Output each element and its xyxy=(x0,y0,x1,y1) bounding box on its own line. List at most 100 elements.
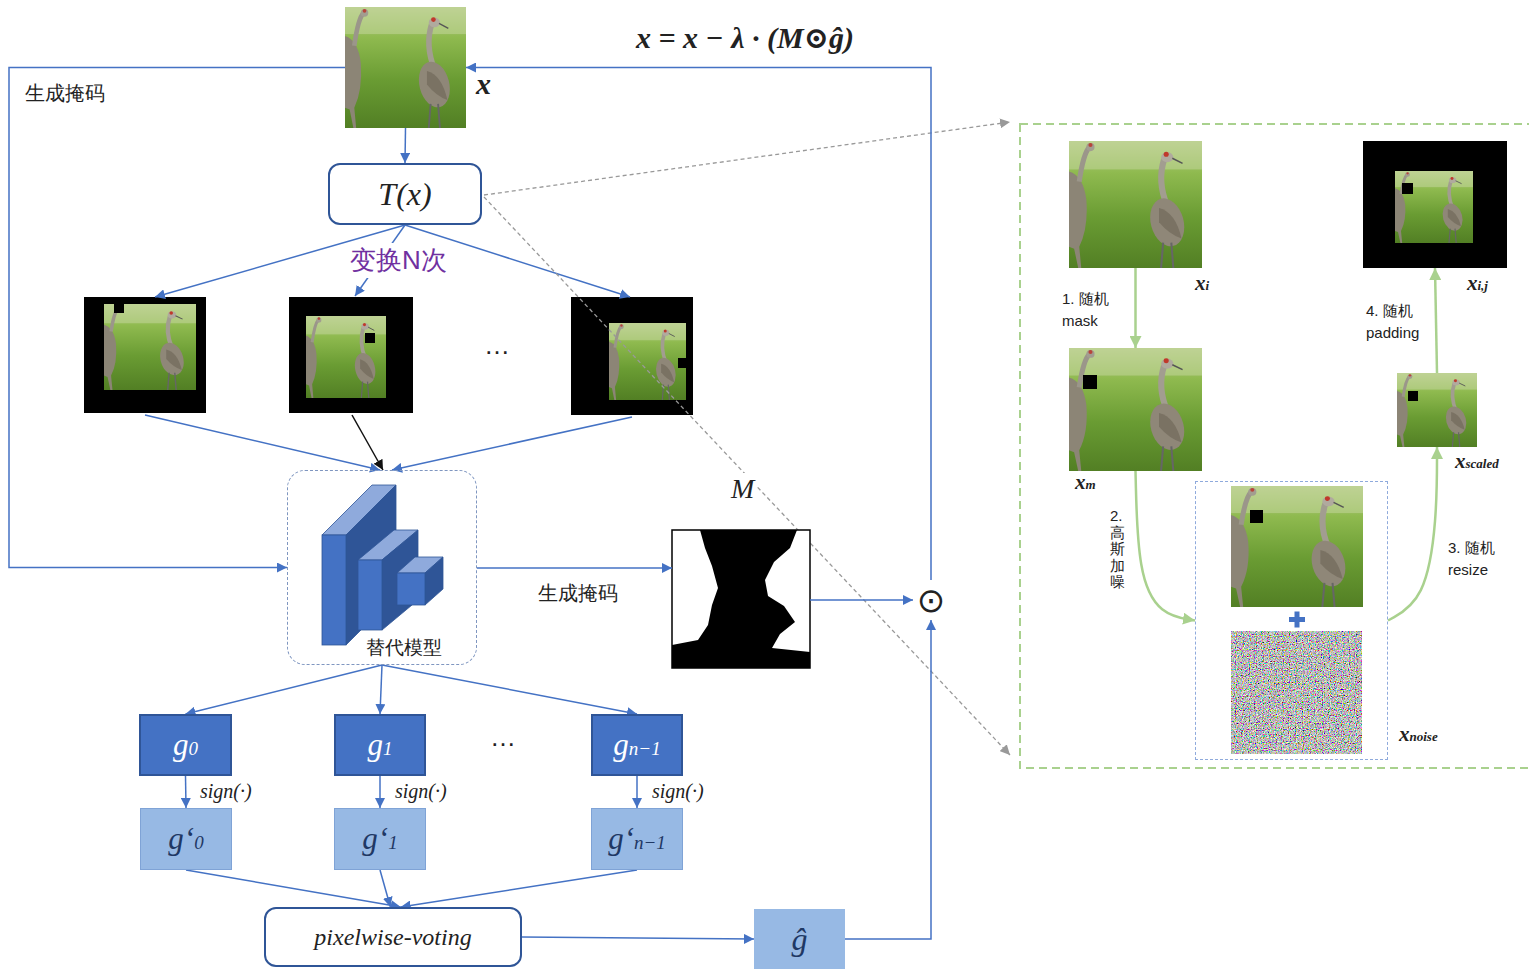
cnn-icon xyxy=(358,560,382,630)
transform-wires xyxy=(145,415,380,470)
sign-gradient-box: g‘0 xyxy=(140,808,232,870)
image-caption: xi,j xyxy=(1467,271,1488,296)
connector xyxy=(845,620,931,939)
cnn-icon xyxy=(322,535,346,645)
edge-label: 4. 随机 padding xyxy=(1366,300,1428,344)
edge-label: 2. 高斯加噪 xyxy=(1110,508,1125,591)
ellipsis: … xyxy=(484,330,510,361)
transform-box: T(x) xyxy=(328,163,482,225)
edge-label: sign(·) xyxy=(395,780,447,803)
image-caption: xi xyxy=(1195,271,1209,296)
edge-label: sign(·) xyxy=(200,780,252,803)
connector xyxy=(522,937,754,939)
node-label: ĝ xyxy=(792,921,808,958)
transformed-image xyxy=(365,333,375,343)
node-label: g1 xyxy=(368,727,393,763)
padded-image: xi,j xyxy=(1363,141,1507,268)
transformed-image xyxy=(114,303,124,313)
transformed-image xyxy=(84,297,206,413)
padded-photo xyxy=(1363,141,1507,268)
noised-photo xyxy=(1231,631,1362,754)
image-caption: M xyxy=(729,473,756,505)
mask-picture xyxy=(672,530,810,668)
cnn-icon xyxy=(322,485,443,645)
connector xyxy=(636,776,638,808)
input-image: x xyxy=(345,7,466,128)
connector-layer xyxy=(9,68,1437,940)
connector xyxy=(382,665,637,714)
mask-image: M xyxy=(672,530,810,668)
transform-wire xyxy=(352,415,383,470)
transformed-image xyxy=(571,297,693,415)
connector xyxy=(185,776,187,808)
node-label: gn−1 xyxy=(613,727,660,763)
gradient-box: g1 xyxy=(334,714,426,776)
edge-label: 生成掩码 xyxy=(538,580,618,607)
surrogate-model: 替代模型 xyxy=(287,470,477,665)
connector xyxy=(380,665,382,714)
connector xyxy=(186,870,401,907)
sign-gradient-box: g‘n−1 xyxy=(591,808,683,870)
scaled-photo xyxy=(1397,373,1477,447)
node-label: pixelwise-voting xyxy=(314,924,471,951)
transformed-image xyxy=(571,297,693,415)
node-label: 替代模型 xyxy=(366,635,442,661)
noise-stage: xnoise xyxy=(1195,481,1388,760)
connector xyxy=(1136,471,1196,621)
transformed-image xyxy=(609,323,686,400)
padded-photo xyxy=(1402,183,1413,194)
padded-photo xyxy=(1363,141,1507,268)
connector xyxy=(404,128,406,163)
voted-gradient-box: ĝ xyxy=(754,909,845,969)
sign-gradient-box: g‘1 xyxy=(334,808,426,870)
source-image: xi xyxy=(1069,141,1202,268)
mask-picture xyxy=(672,530,810,668)
scaled-image: xscaled xyxy=(1397,373,1477,447)
connector xyxy=(186,665,383,714)
connector xyxy=(466,68,931,581)
gradient-box: gn−1 xyxy=(591,714,683,776)
transformed-image xyxy=(289,297,413,413)
connector xyxy=(1134,268,1137,348)
augmentation-panel xyxy=(1020,124,1529,768)
edge-label: 3. 随机 resize xyxy=(1448,537,1510,581)
transformed-image xyxy=(289,297,413,413)
image-caption: x xyxy=(476,67,491,101)
edge-label: 1. 随机 mask xyxy=(1062,288,1124,332)
mask-picture xyxy=(672,530,810,668)
voting-box: pixelwise-voting xyxy=(264,907,522,967)
node-label: T(x) xyxy=(378,176,431,213)
image-caption: xscaled xyxy=(1455,449,1499,474)
connector xyxy=(380,870,390,907)
connector xyxy=(477,567,672,569)
node-label: g‘1 xyxy=(362,821,397,857)
noised-photo xyxy=(1231,486,1363,607)
masked-photo xyxy=(1083,375,1097,389)
image-caption: xnoise xyxy=(1399,722,1438,747)
input-photo xyxy=(345,7,466,128)
ellipsis: … xyxy=(490,722,516,753)
transformed-image xyxy=(678,358,686,368)
transformed-image xyxy=(104,304,196,390)
noised-photo xyxy=(1295,612,1300,628)
scaled-photo xyxy=(1397,373,1477,447)
transform-note: 变换N次 xyxy=(348,243,449,278)
scaled-photo xyxy=(1408,391,1418,401)
edge-label: x = x − λ · (M⊙ĝ) xyxy=(636,20,854,55)
gradient-box: g0 xyxy=(139,714,232,776)
transform-wires xyxy=(145,225,632,470)
hadamard-operator: ⊙ xyxy=(913,580,949,620)
noised-photo xyxy=(1231,486,1363,754)
padded-photo xyxy=(1395,171,1473,243)
masked-photo xyxy=(1069,348,1202,471)
cnn-icon xyxy=(397,573,425,605)
node-label: g‘n−1 xyxy=(608,821,666,857)
connector xyxy=(1435,268,1437,373)
masked-image: xm xyxy=(1069,348,1202,471)
edge-label: 生成掩码 xyxy=(25,80,105,107)
connector xyxy=(379,776,381,808)
cnn-icon xyxy=(425,557,443,605)
connector xyxy=(1388,447,1437,621)
